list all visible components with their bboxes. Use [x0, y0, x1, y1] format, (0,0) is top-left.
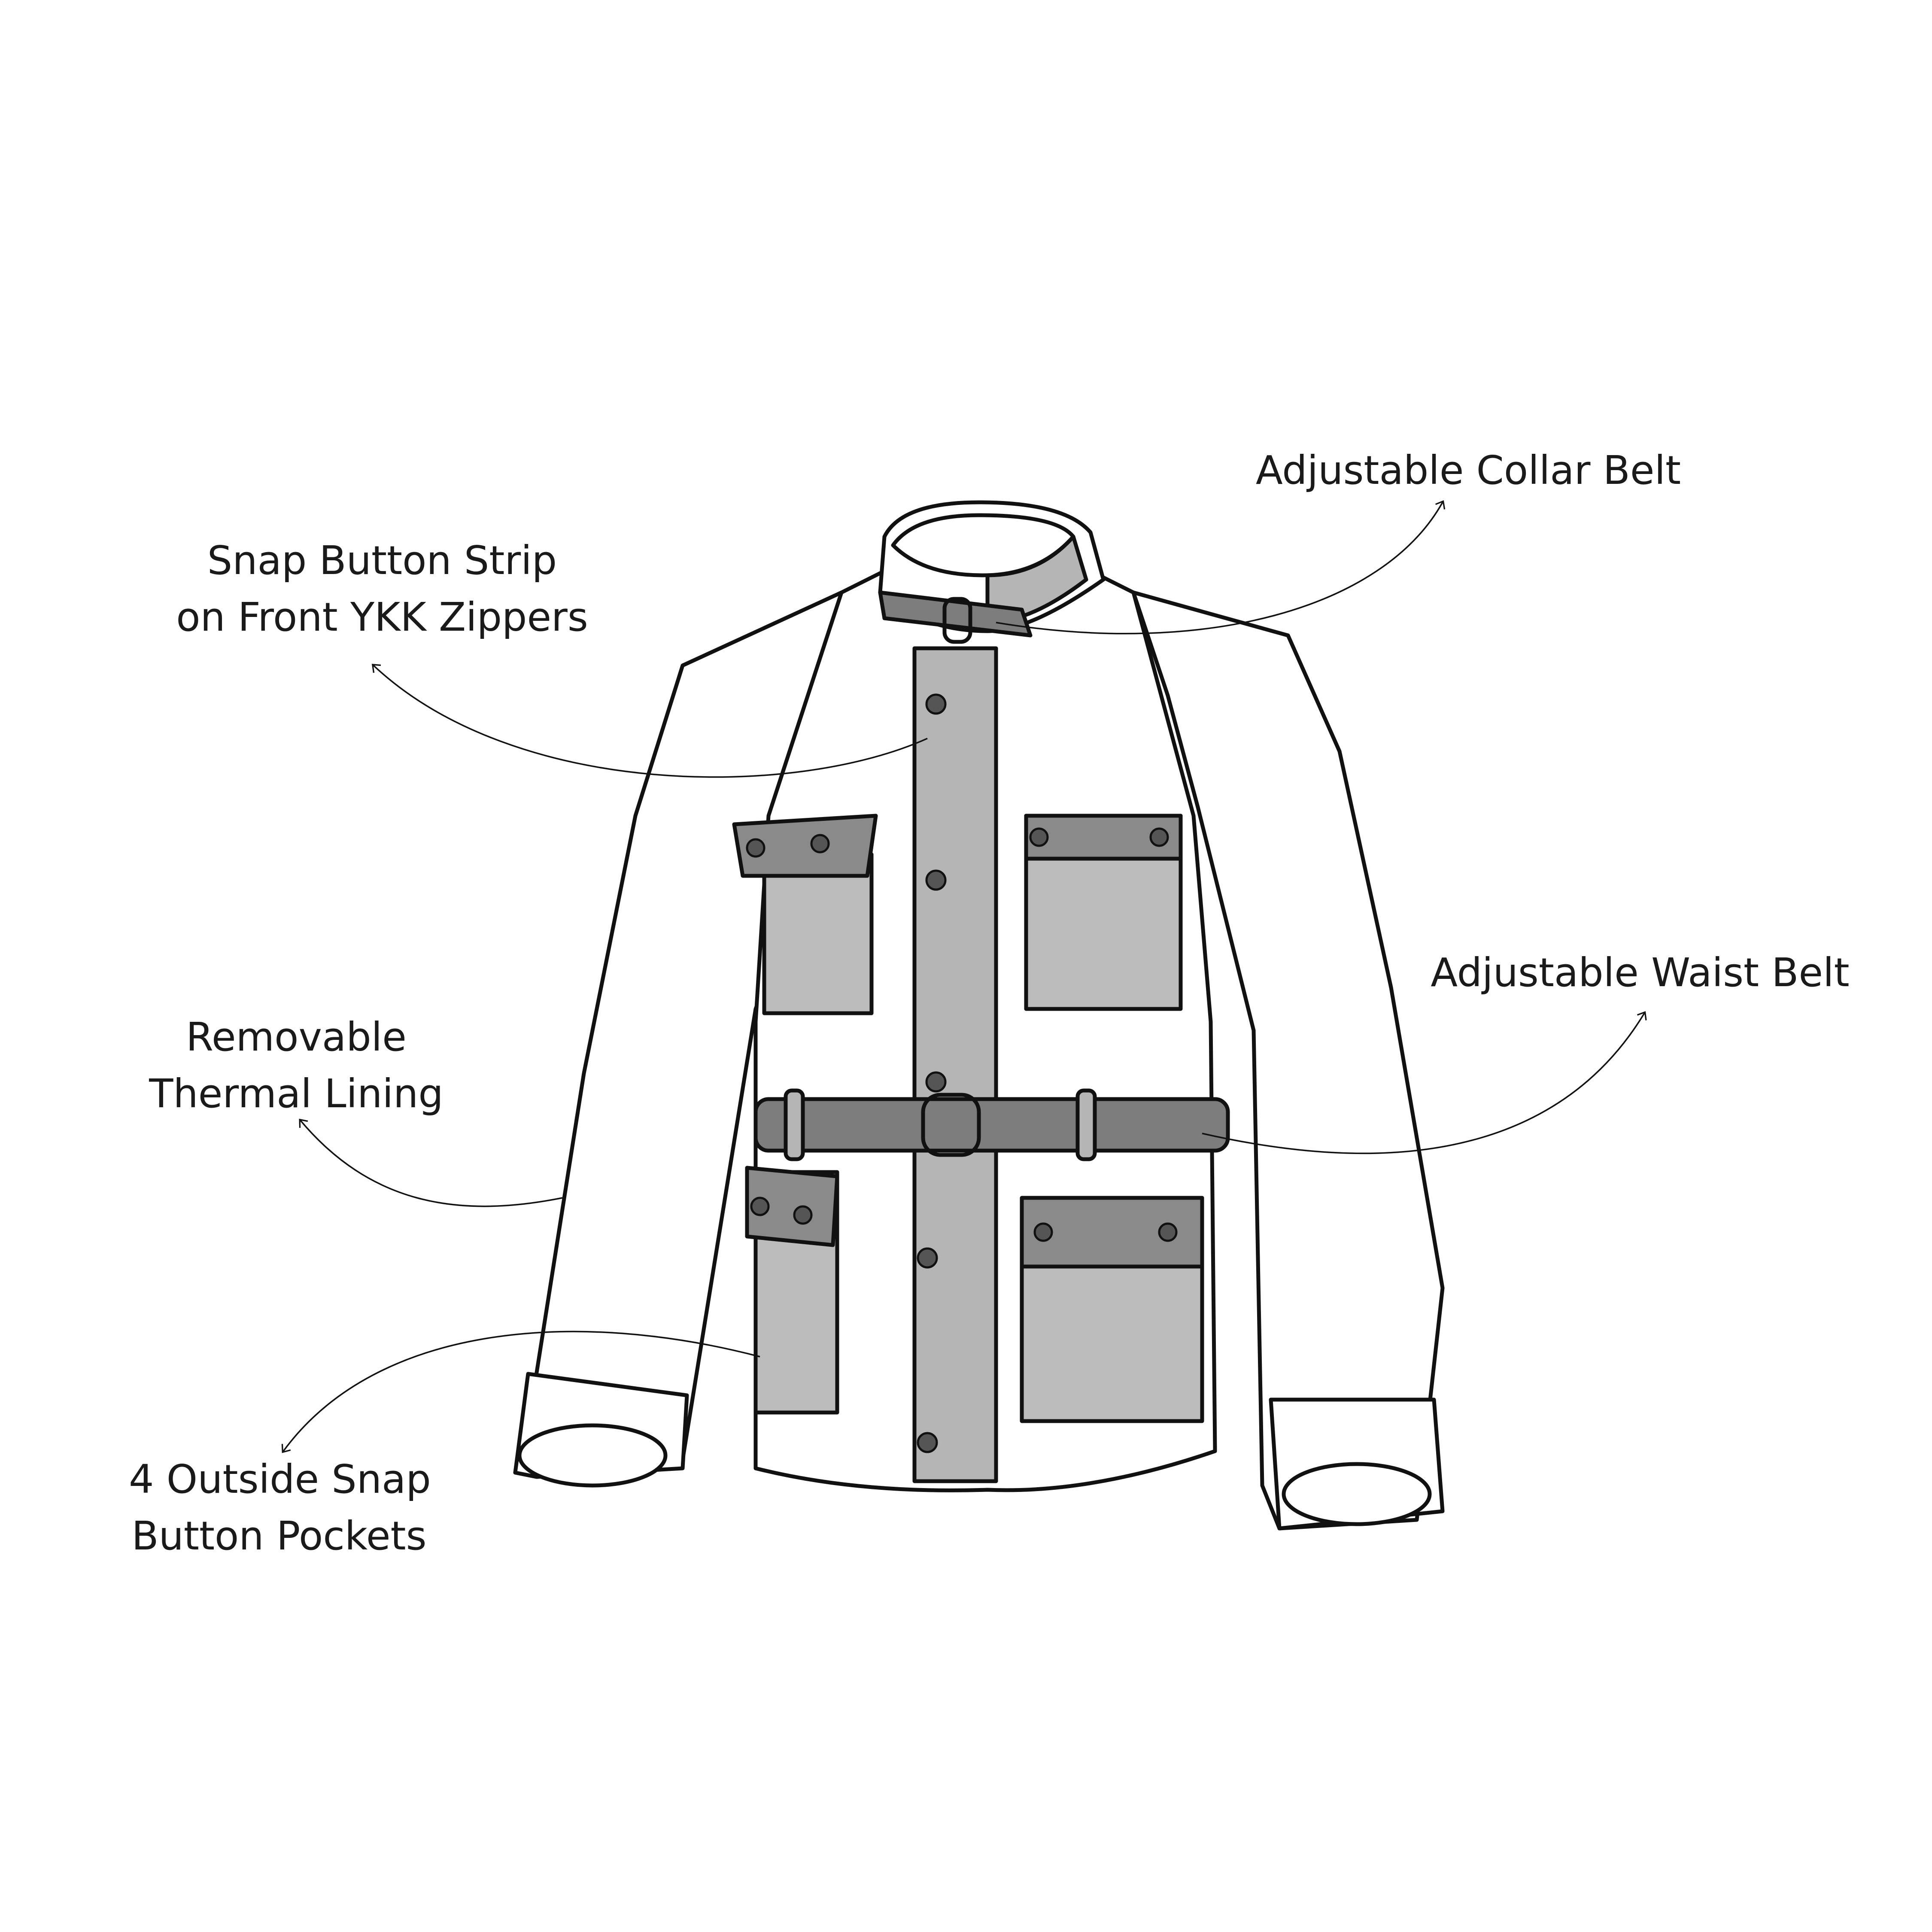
pocket-lower-left-flap	[745, 1166, 839, 1247]
callout-waist-belt-line1: Adjustable Waist Belt	[1431, 950, 1850, 996]
waist-belt	[753, 1097, 1230, 1153]
snap-button	[793, 1205, 813, 1225]
arrow-snap-strip	[371, 664, 928, 778]
callout-snap-strip-line2: on Front YKK Zippers	[176, 594, 588, 640]
snap-button	[925, 693, 947, 715]
snap-button	[746, 838, 766, 858]
arrow-waist-belt	[1202, 1011, 1647, 1154]
callout-arrows	[281, 500, 1647, 1453]
callout-pockets-line2: Button Pockets	[131, 1513, 427, 1559]
right-cuff-opening	[1282, 1462, 1432, 1526]
callout-snap-strip-line1: Snap Button Strip	[207, 538, 557, 583]
collar-buckle	[942, 597, 972, 644]
snap-button	[1029, 827, 1049, 847]
callout-outside-snap-pockets: 4 Outside Snap Button Pockets	[129, 1451, 431, 1564]
callout-adjustable-waist-belt: Adjustable Waist Belt	[1425, 945, 1855, 1001]
waist-belt-buckle	[921, 1093, 981, 1157]
callout-adjustable-collar-belt: Adjustable Collar Belt	[1236, 442, 1700, 499]
front-snap-strip	[912, 646, 998, 1483]
snap-button	[1033, 1222, 1053, 1242]
arrow-pockets	[281, 1331, 760, 1453]
callout-thermal-line1: Removable	[186, 1014, 407, 1060]
pocket-upper-left	[762, 852, 874, 1015]
waist-belt-loop-right	[1075, 1088, 1097, 1161]
snap-button	[750, 1197, 770, 1216]
snap-buttons	[746, 693, 1178, 1453]
arrow-collar-belt	[996, 500, 1446, 635]
waist-belt-loop-left	[784, 1088, 805, 1161]
left-cuff-opening	[517, 1423, 668, 1488]
snap-button	[1158, 1222, 1178, 1242]
pocket-upper-left-flap	[732, 814, 878, 878]
arrow-thermal-lining	[299, 1118, 563, 1207]
callout-removable-thermal-lining: Removable Thermal Lining	[146, 1009, 447, 1122]
snap-button	[917, 1432, 938, 1453]
collar-belt-strap	[878, 590, 1033, 638]
snap-button	[925, 869, 947, 891]
callout-thermal-line2: Thermal Lining	[149, 1071, 444, 1117]
callout-snap-button-strip: Snap Button Strip on Front YKK Zippers	[163, 532, 601, 646]
snap-button	[810, 834, 830, 854]
snap-button	[925, 1071, 947, 1093]
snap-button	[1149, 827, 1169, 847]
callout-collar-belt-line1: Adjustable Collar Belt	[1255, 447, 1681, 493]
snap-button	[917, 1247, 938, 1269]
callout-pockets-line1: 4 Outside Snap	[129, 1456, 431, 1502]
jacket-illustration	[513, 500, 1445, 1531]
